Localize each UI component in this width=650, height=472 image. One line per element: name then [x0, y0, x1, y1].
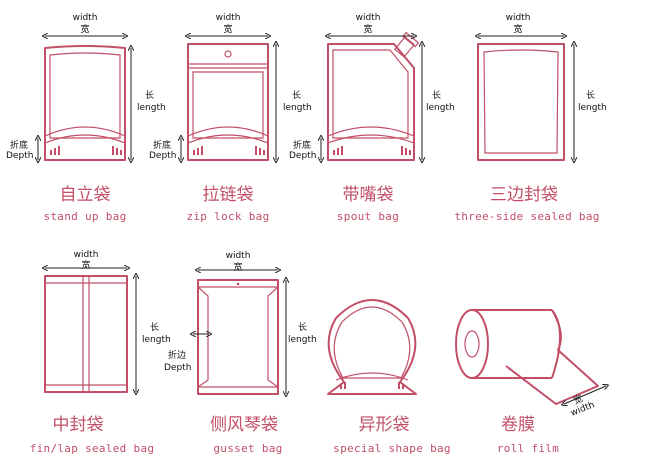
length-label: length: [426, 103, 455, 113]
stand-up-bag-figure: [38, 36, 131, 160]
length-label: length: [288, 335, 317, 345]
width-label: width: [226, 251, 251, 261]
bag-name-en-4: three-side sealed bag: [454, 210, 599, 223]
depth-label: Depth: [149, 151, 176, 161]
bag-name-cn-5: 中封袋: [53, 415, 104, 435]
width-cn-label: 宽: [363, 23, 372, 35]
bag-name-cn-7: 异形袋: [359, 415, 410, 435]
bag-name-en-3: spout bag: [337, 210, 399, 223]
bag-name-en-2: zip lock bag: [186, 210, 269, 223]
gusset-bag-figure: [193, 270, 286, 394]
length-cn-label: 长: [145, 89, 154, 101]
roll-film-figure: [455, 309, 606, 404]
bag-name-en-7: special shape bag: [333, 442, 451, 455]
width-cn-label: 宽: [233, 261, 242, 273]
width-cn-label: 宽: [80, 23, 89, 35]
bag-name-cn-2: 拉链袋: [203, 185, 254, 205]
length-cn-label: 长: [150, 321, 159, 333]
depth-cn-label: 折底: [293, 139, 311, 151]
length-cn-label: 长: [586, 89, 595, 101]
width-cn-label: 宽: [572, 392, 585, 407]
depth-cn-label: 折底: [10, 139, 28, 151]
width-label: width: [506, 13, 531, 23]
width-label: width: [73, 13, 98, 23]
bag-name-cn-4: 三边封袋: [490, 185, 558, 205]
gusset-depth-cn-label: 折边: [168, 349, 186, 361]
special-shape-bag-figure: [327, 299, 417, 395]
width-label: width: [216, 13, 241, 23]
zip-lock-bag-figure: [181, 36, 276, 160]
length-cn-label: 长: [292, 89, 301, 101]
width-label: width: [356, 13, 381, 23]
spout-bag-figure: [321, 31, 422, 160]
depth-label: Depth: [6, 151, 33, 161]
length-label: length: [142, 335, 171, 345]
width-cn-label: 宽: [513, 23, 522, 35]
length-label: length: [283, 103, 312, 113]
depth-label: Depth: [289, 151, 316, 161]
bag-name-en-1: stand up bag: [43, 210, 126, 223]
length-cn-label: 长: [432, 89, 441, 101]
three-side-sealed-bag-figure: [478, 36, 574, 160]
bag-name-cn-1: 自立袋: [60, 185, 111, 205]
bag-name-en-6: gusset bag: [213, 442, 282, 455]
width-cn-label: 宽: [223, 23, 232, 35]
bag-name-cn-8: 卷膜: [501, 415, 535, 435]
width-label: width: [74, 250, 99, 260]
bag-name-en-8: roll film: [497, 442, 559, 455]
bag-name-cn-3: 带嘴袋: [343, 185, 394, 205]
fin-lap-sealed-bag-figure: [45, 268, 136, 392]
depth-label: Depth: [164, 363, 191, 373]
width-cn-label: 宽: [81, 259, 90, 271]
bag-name-cn-6: 侧风琴袋: [210, 415, 278, 435]
depth-cn-label: 折底: [153, 139, 171, 151]
length-cn-label: 长: [298, 321, 307, 333]
length-label: length: [137, 103, 166, 113]
bag-name-en-5: fin/lap sealed bag: [30, 442, 155, 455]
length-label: length: [578, 103, 607, 113]
